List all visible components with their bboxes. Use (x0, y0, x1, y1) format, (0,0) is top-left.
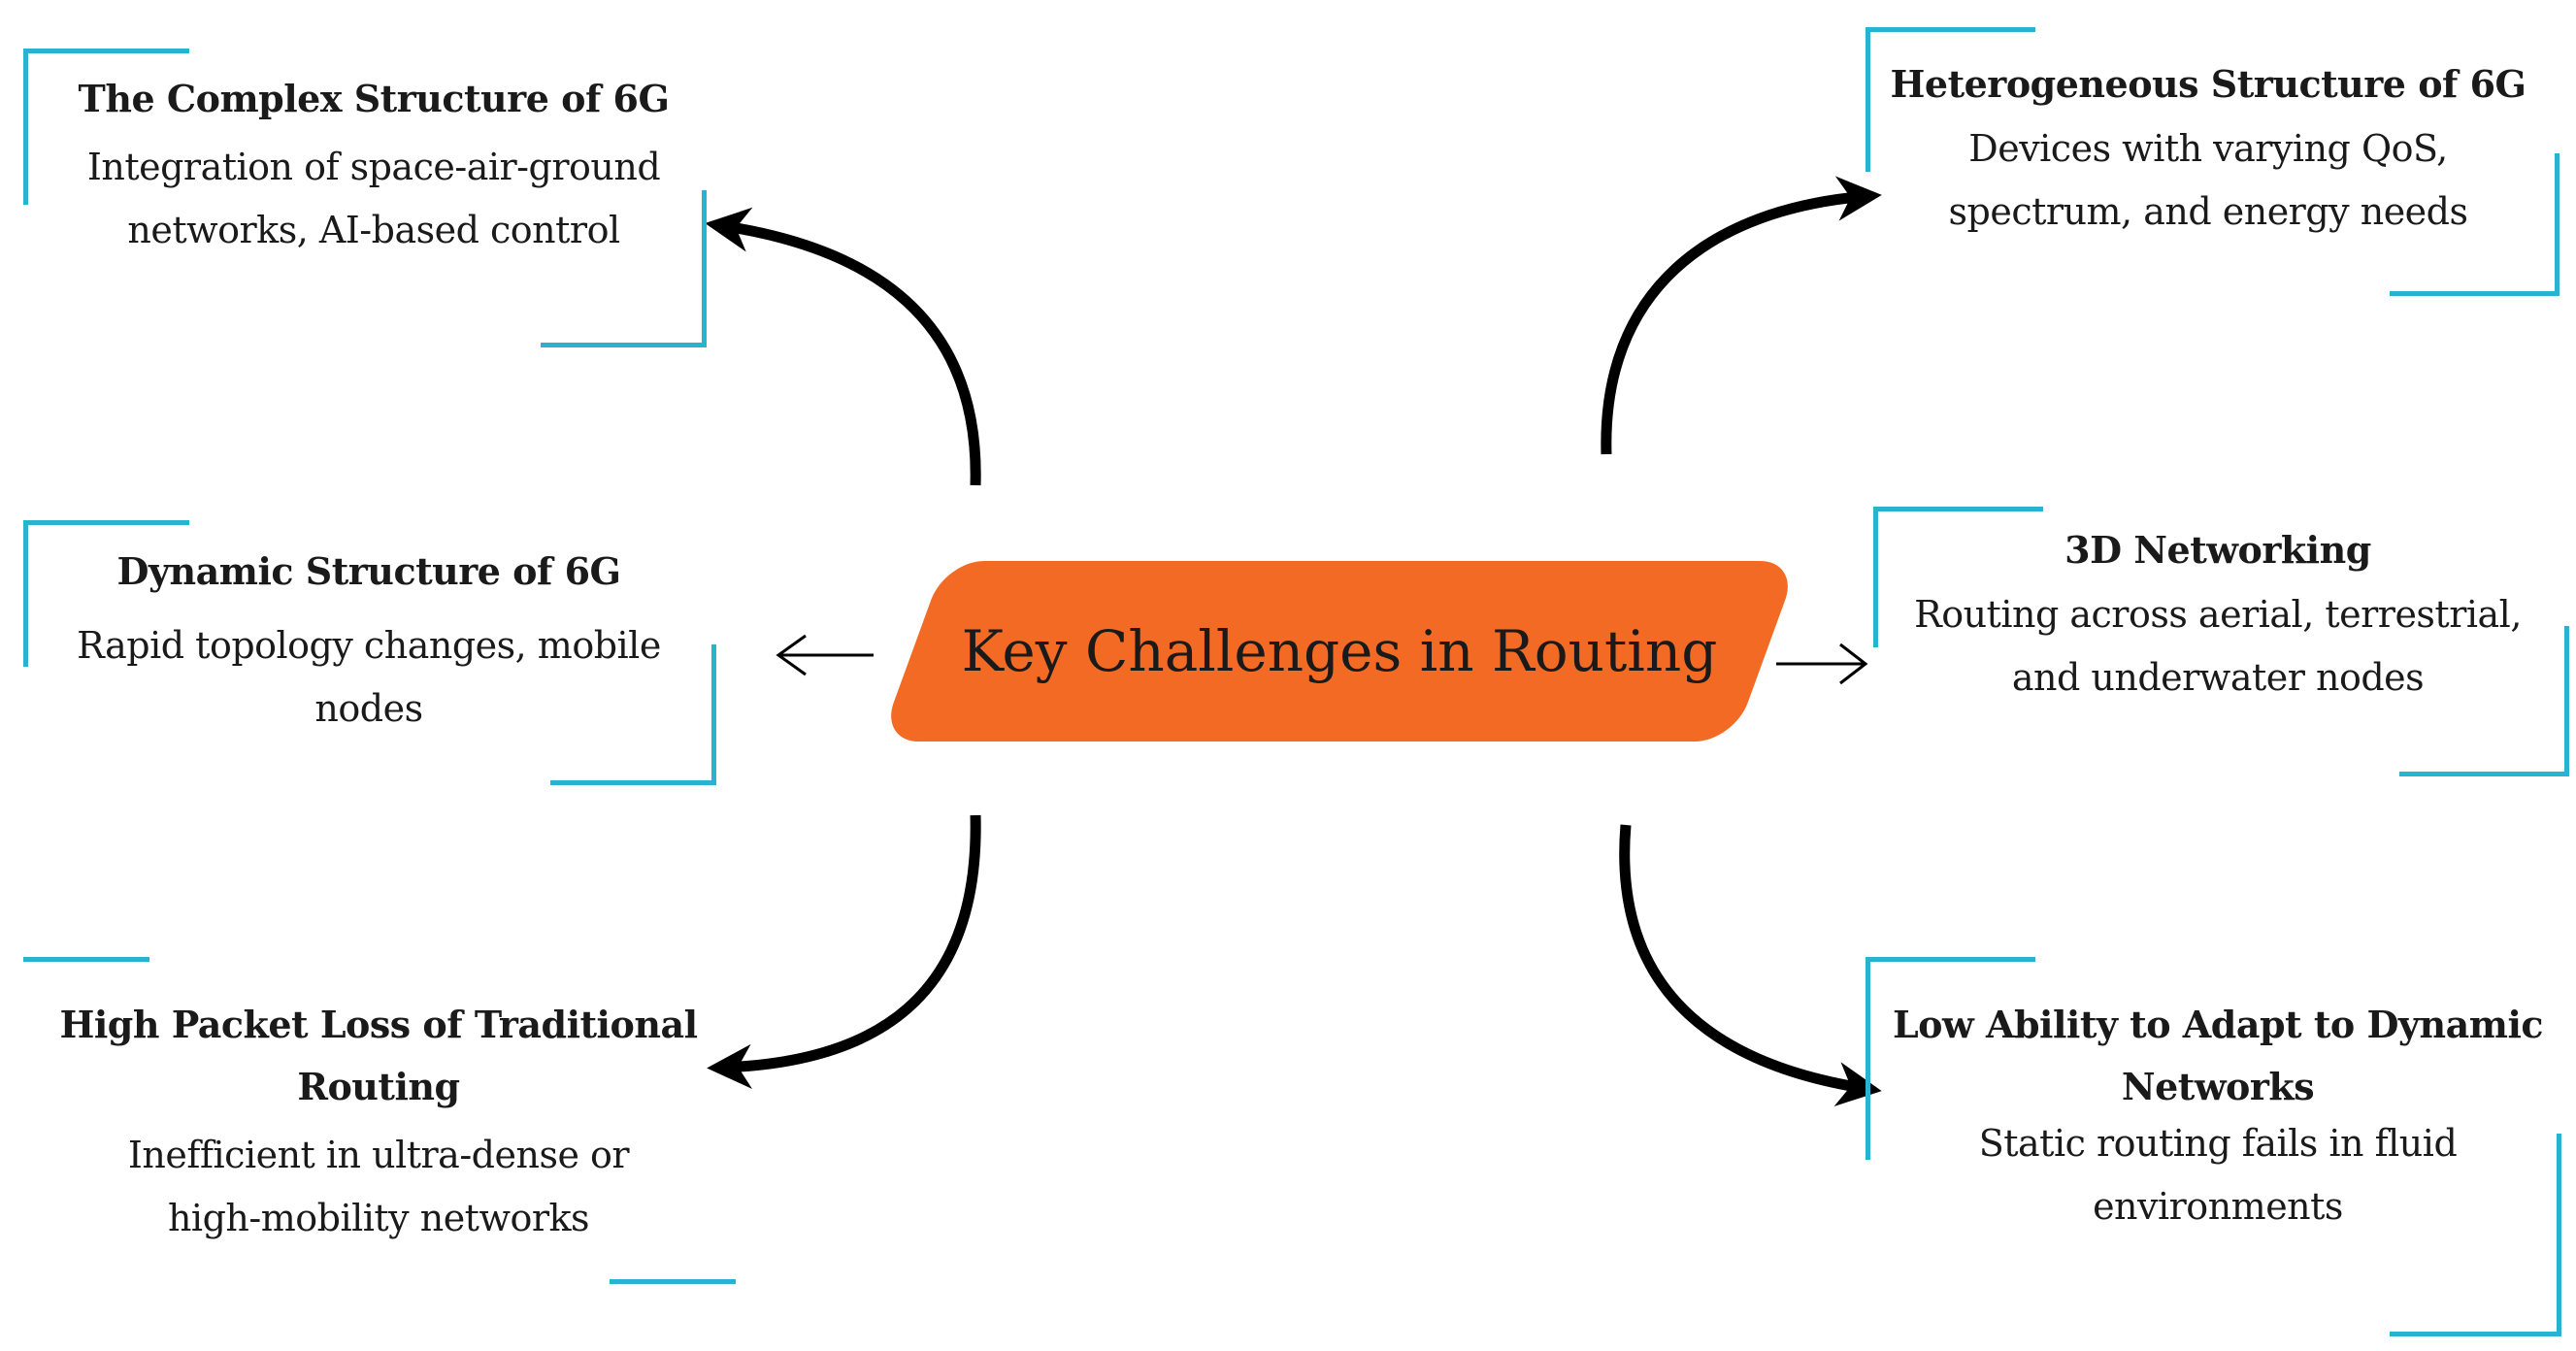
node-title: Dynamic Structure of 6G (116, 549, 622, 593)
node-title-line: Routing (297, 1065, 460, 1108)
complex-bracket-bottom (541, 190, 707, 347)
complex-bracket-top (23, 49, 189, 205)
node-title-line: Low Ability to Adapt to Dynamic (1892, 1003, 2544, 1046)
hetero-bracket-bottom (2390, 153, 2559, 296)
node-desc-line: environments (2093, 1185, 2343, 1228)
node-desc-line: networks, AI-based control (127, 209, 620, 251)
node-title: 3D Networking (2064, 528, 2371, 572)
node-desc-line: Devices with varying QoS, (1968, 127, 2448, 170)
hetero-bracket-top (1866, 27, 2035, 172)
arrow-to-heterogeneous-structure (1601, 176, 1882, 455)
networking3d-bracket-top (1873, 507, 2043, 647)
node-3d-networking: 3D Networking Routing across aerial, ter… (1878, 519, 2558, 709)
node-desc-line: Rapid topology changes, mobile (77, 624, 661, 667)
adapt-bracket-bottom (2390, 1134, 2561, 1336)
node-desc-line: high-mobility networks (167, 1197, 590, 1239)
arrow-to-packet-loss (707, 814, 981, 1090)
node-complex-structure: The Complex Structure of 6G Integration … (39, 68, 709, 262)
dynamic-bracket-bottom (550, 644, 716, 785)
packet-bracket-bottom (610, 1279, 736, 1284)
node-heterogeneous-structure: Heterogeneous Structure of 6G Devices wi… (1868, 53, 2548, 244)
node-title-line: High Packet Loss of Traditional (59, 1003, 698, 1046)
node-desc-line: Static routing fails in fluid (1978, 1122, 2458, 1165)
adapt-bracket-top (1866, 957, 2035, 1160)
node-packet-loss: High Packet Loss of Traditional Routing … (58, 994, 699, 1250)
arrow-to-adapt (1619, 824, 1882, 1106)
node-title-line: Networks (2121, 1065, 2315, 1108)
node-desc-line: spectrum, and energy needs (1948, 190, 2469, 233)
node-low-adaptability: Low Ability to Adapt to Dynamic Networks… (1878, 994, 2558, 1238)
node-desc-line: Routing across aerial, terrestrial, (1914, 593, 2522, 636)
node-title: The Complex Structure of 6G (78, 77, 670, 120)
packet-bracket-top (23, 957, 149, 962)
arrow-to-complex-structure (705, 207, 981, 486)
node-dynamic-structure: Dynamic Structure of 6G Rapid topology c… (39, 541, 699, 741)
node-desc-line: nodes (314, 687, 423, 730)
node-desc-line: Integration of space-air-ground (86, 146, 661, 188)
dynamic-bracket-top (23, 520, 189, 667)
networking3d-bracket-bottom (2399, 626, 2569, 776)
node-desc-line: Inefficient in ultra-dense or (127, 1134, 630, 1176)
node-desc-line: and underwater nodes (2011, 656, 2425, 699)
center-node-label: Key Challenges in Routing (961, 618, 1718, 684)
node-title: Heterogeneous Structure of 6G (1890, 62, 2526, 106)
